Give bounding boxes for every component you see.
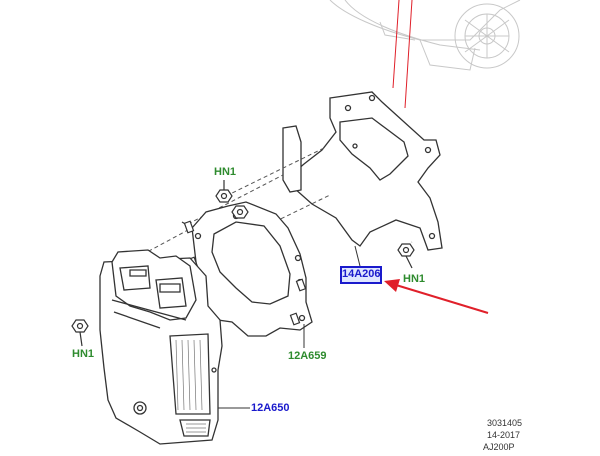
label-hn1-top: HN1	[214, 166, 237, 178]
engine-control-module	[99, 249, 223, 445]
label-hn1-left: HN1	[72, 348, 95, 360]
label-hn1-right: HN1	[403, 273, 426, 285]
pointer-arrow	[384, 279, 489, 314]
vehicle-location-lines	[392, 0, 413, 109]
upper-mounting-bracket	[282, 91, 443, 251]
ecu-cooling-fins	[175, 339, 206, 433]
vehicle-front-corner	[329, 0, 521, 71]
label-part-12a659: 12A659	[288, 350, 327, 362]
middle-mounting-bracket	[181, 201, 313, 337]
nut-hn1-top	[215, 180, 233, 203]
label-highlight-box	[340, 266, 382, 284]
diagram-id-line1: 3031405	[487, 418, 523, 428]
label-part-12a650: 12A650	[251, 402, 290, 414]
leader-lines	[218, 245, 361, 409]
nut-hn1-right	[397, 243, 415, 269]
label-part-14a206[interactable]: 14A206	[342, 268, 381, 280]
nut-hn1-bracket	[231, 205, 249, 219]
nut-hn1-left	[71, 319, 89, 347]
diagram-id-line2: 14-2017	[487, 430, 521, 440]
diagram-id-line3: AJ200P	[483, 442, 515, 452]
